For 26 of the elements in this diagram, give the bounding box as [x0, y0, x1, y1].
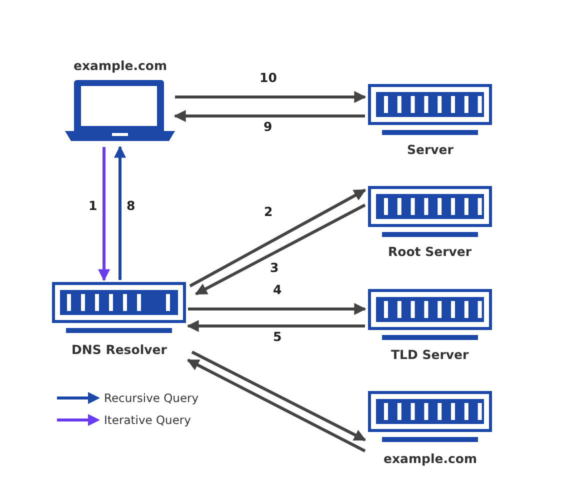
arrow: [191, 350, 366, 442]
arrow: [175, 91, 366, 103]
arrow: [114, 146, 126, 280]
arrow: [98, 147, 110, 282]
arrow: [188, 303, 366, 315]
arrow: [194, 204, 366, 296]
arrow: [186, 320, 365, 332]
node-label: DNS Resolver: [72, 342, 167, 357]
step-number: 5: [271, 329, 284, 344]
node-label: Root Server: [388, 244, 472, 259]
arrow: [174, 110, 365, 122]
step-number: 3: [268, 260, 281, 274]
step-number: 10: [258, 70, 279, 85]
step-number: 9: [262, 119, 274, 134]
node-label: Server: [407, 142, 454, 157]
arrow: [186, 358, 366, 452]
legend-label: Recursive Query: [104, 391, 199, 405]
arrow: [189, 188, 366, 288]
node-label: example.com: [384, 451, 477, 466]
node-label: TLD Server: [391, 347, 469, 362]
legend-label: Iterative Query: [104, 413, 191, 427]
step-number: 4: [271, 282, 284, 297]
step-number: 8: [124, 198, 138, 212]
step-number: 1: [86, 198, 100, 212]
step-number: 2: [262, 204, 275, 219]
node-label: example.com: [74, 58, 167, 73]
